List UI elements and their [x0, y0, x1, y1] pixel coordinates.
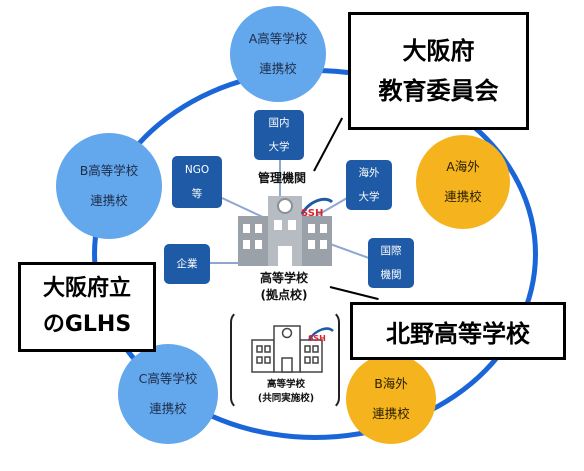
partner-school-b-role: 連携校	[90, 193, 128, 208]
partner-school-c: C高等学校 連携校	[118, 344, 218, 444]
org-international-org-line2: 機関	[380, 269, 402, 281]
management-label: 管理機関	[257, 171, 306, 185]
board-callout-line1: 大阪府	[402, 37, 475, 65]
org-company-label: 企業	[176, 258, 198, 270]
glhs-callout-line2: のGLHS	[42, 312, 132, 337]
kitano-high-school-callout: 北野高等学校	[350, 302, 566, 360]
partner-school-a-role: 連携校	[259, 61, 297, 76]
partner-overseas-b-role: 連携校	[372, 406, 410, 421]
ssh-logo-joint: SSH	[307, 327, 334, 343]
ssh-logo-hub-text: SSH	[301, 208, 323, 219]
partner-overseas-b-name: B海外	[374, 376, 408, 391]
org-ngo: NGO 等	[172, 156, 222, 208]
hub-school-label: 高等学校 (拠点校)	[236, 270, 332, 304]
org-domestic-university: 国内 大学	[254, 110, 304, 160]
glhs-callout: 大阪府立 のGLHS	[18, 262, 156, 352]
partner-school-b-name: B高等学校	[79, 163, 139, 178]
ssh-logo-hub: SSH	[300, 197, 334, 219]
org-ngo-line1: NGO	[184, 164, 210, 176]
board-of-education-callout: 大阪府 教育委員会	[348, 12, 529, 130]
hub-school-label-line2: (拠点校)	[260, 288, 308, 302]
partner-school-c-name: C高等学校	[138, 371, 198, 386]
joint-school-frame	[230, 310, 340, 410]
joint-school-label-line2: (共同実施校)	[257, 393, 315, 404]
org-overseas-university-line2: 大学	[358, 191, 380, 203]
partner-school-c-role: 連携校	[149, 401, 187, 416]
glhs-callout-line1: 大阪府立	[42, 276, 131, 301]
hub-school-label-line1: 高等学校	[259, 271, 308, 285]
org-international-org: 国際 機関	[368, 238, 414, 288]
kitano-callout-text: 北野高等学校	[386, 319, 530, 348]
board-callout-line2: 教育委員会	[378, 77, 499, 105]
partner-overseas-a-name: A海外	[446, 159, 480, 174]
joint-school-label-line1: 高等学校	[266, 379, 305, 390]
hub-school-building-icon	[238, 196, 332, 266]
org-overseas-university: 海外 大学	[346, 160, 392, 210]
org-domestic-university-line2: 大学	[268, 141, 290, 153]
partner-overseas-a-role: 連携校	[444, 189, 482, 204]
partner-overseas-a: A海外 連携校	[416, 135, 510, 229]
org-ngo-line2: 等	[191, 188, 203, 200]
org-overseas-university-line1: 海外	[358, 167, 380, 179]
partner-school-b: B高等学校 連携校	[56, 133, 162, 239]
org-company: 企業	[164, 244, 210, 284]
joint-school-building-icon	[251, 325, 323, 373]
ssh-logo-joint-text: SSH	[308, 334, 326, 343]
joint-school-label: 高等学校 (共同実施校)	[238, 378, 334, 406]
partner-overseas-b: B海外 連携校	[346, 354, 436, 444]
partner-school-a-name: A高等学校	[248, 31, 308, 46]
partner-school-a: A高等学校 連携校	[230, 6, 326, 102]
connector-company	[208, 262, 238, 264]
org-domestic-university-line1: 国内	[268, 117, 290, 129]
org-international-org-line1: 国際	[380, 245, 402, 257]
